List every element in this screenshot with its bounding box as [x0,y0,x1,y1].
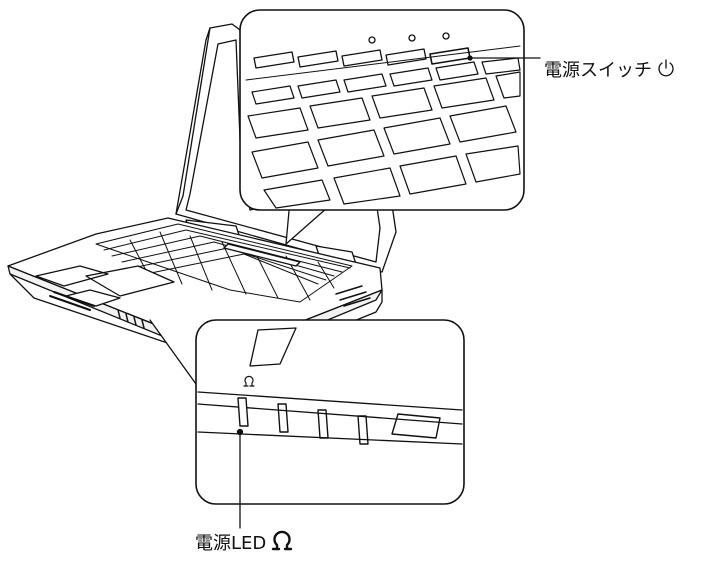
palmrest-left-panel [35,265,109,287]
zoom-power-led [237,397,249,427]
lid-edge [175,27,211,215]
keyboard [95,223,353,303]
zoom-led-slots [237,397,441,445]
callout-keyboard-zoom [239,9,541,245]
callout-pointer-top [285,199,337,245]
front-indicator-slots [117,309,145,329]
zoom-led-symbol [243,375,255,387]
power-led-callout: 電源LED [195,528,294,560]
power-icon [656,58,676,84]
keyboard-outline [95,223,353,303]
zoom-keys [247,57,521,209]
side-ports [335,285,371,307]
power-switch-callout: 電源スイッチ [544,58,676,84]
power-switch-label: 電源スイッチ [544,60,652,81]
callout-frame-bottom [195,319,465,505]
zoom-panel-recess [249,327,297,367]
led-indicator-icon [270,528,294,560]
power-led-label: 電源LED [195,533,267,554]
zoom-front-edge-1 [197,391,463,411]
button-strip [223,243,301,267]
front-vent [49,291,95,311]
touchpad-buttons [65,289,121,307]
callout-front-zoom [149,319,465,529]
